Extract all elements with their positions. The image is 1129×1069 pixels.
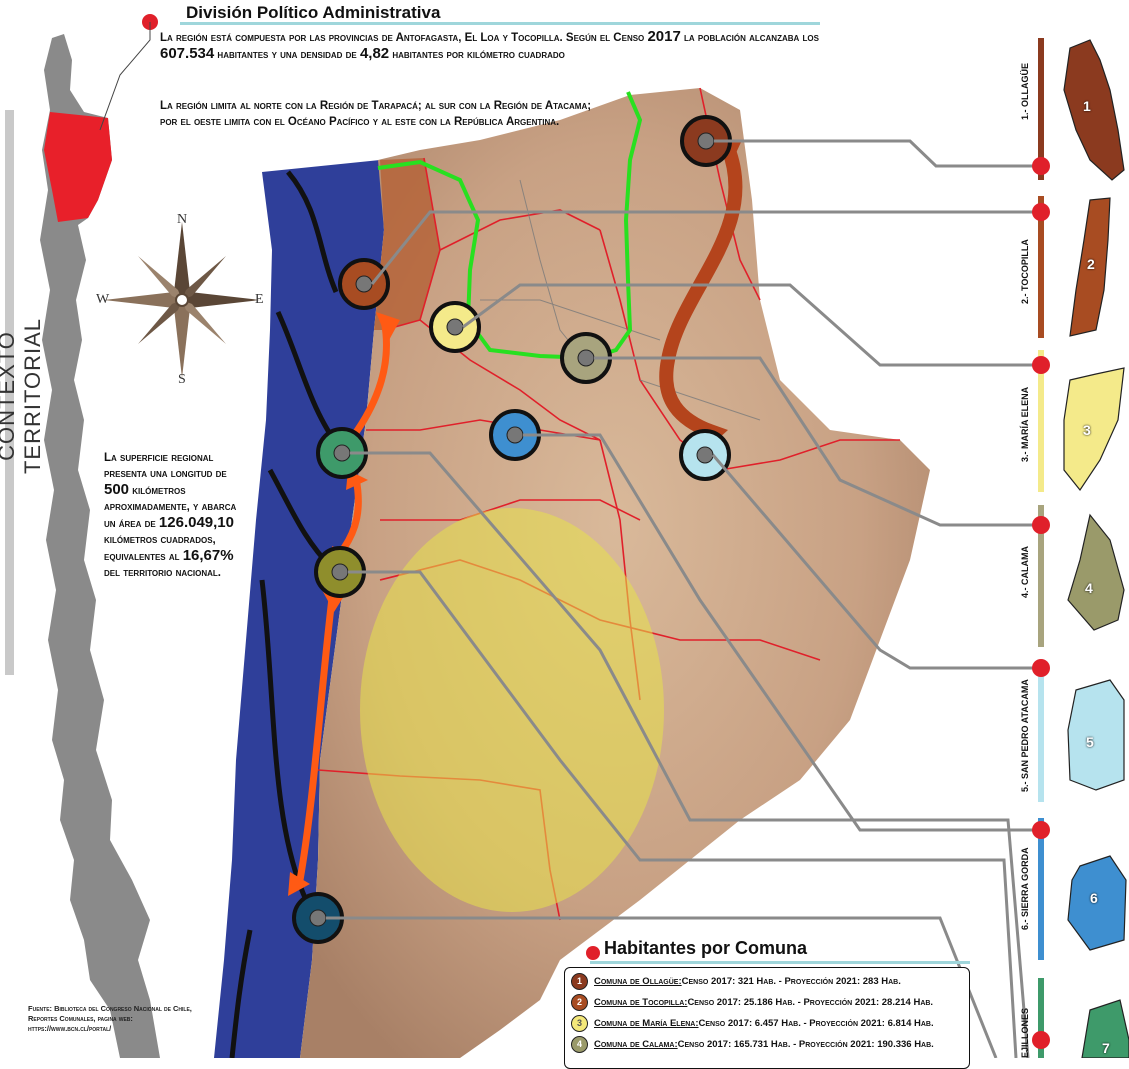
legend-label-san-pedro: 5.- SAN PEDRO ATACAMA [1020, 679, 1030, 792]
habitantes-title: Habitantes por Comuna [604, 938, 808, 958]
habitantes-row: 3 Comuna de María Elena: Censo 2017: 6.4… [571, 1014, 934, 1032]
source-note: Fuente: Biblioteca del Congreso Nacional… [28, 1004, 192, 1033]
row-number-badge: 3 [571, 1014, 588, 1032]
compass-e: E [255, 292, 264, 307]
row-number-badge: 1 [571, 972, 588, 990]
intro-paragraph-1: La región está compuesta por las provinc… [160, 28, 819, 62]
legend-label-calama: 4.- CALAMA [1020, 546, 1030, 598]
shape-num-6: 6 [1090, 890, 1098, 906]
row-census-text: Censo 2017: 25.186 Hab. - Proyección 202… [687, 996, 934, 1008]
legend-label-ollague: 1.- OLLAGÜE [1020, 62, 1030, 120]
row-commune-name: Comuna de Ollagüe: [594, 975, 682, 987]
row-census-text: Censo 2017: 165.731 Hab. - Proyección 20… [677, 1038, 934, 1050]
ocean [214, 160, 384, 1058]
side-title-bar [5, 110, 14, 675]
ollague-arrow [659, 145, 743, 439]
shape-sierra-gorda [1067, 855, 1127, 951]
row-commune-name: Comuna de María Elena: [594, 1017, 699, 1029]
shape-num-5: 5 [1086, 734, 1094, 750]
green-boundary-east [589, 91, 643, 360]
shape-num-4: 4 [1085, 580, 1093, 596]
green-boundary-west [377, 159, 591, 360]
compass-n: N [177, 212, 188, 227]
legend-label-tocopilla: 2.- TOCOPILLA [1020, 239, 1030, 304]
highlight-ellipse [360, 508, 664, 912]
commune-markers [292, 115, 732, 944]
shape-tocopilla [1069, 197, 1111, 337]
compass-rose-icon [104, 222, 260, 378]
legend-label-sierra-gorda: 6.- SIERRA GORDA [1020, 847, 1030, 930]
habitantes-row: 2 Comuna de Tocopilla: Censo 2017: 25.18… [571, 993, 933, 1011]
shape-san-pedro [1067, 679, 1125, 791]
habitantes-row: 1 Comuna de Ollagüe: Censo 2017: 321 Hab… [571, 972, 901, 990]
habitantes-row: 4 Comuna de Calama: Censo 2017: 165.731 … [571, 1035, 934, 1053]
title-underline [180, 22, 820, 25]
shape-num-2: 2 [1087, 256, 1095, 272]
superficie-text: La superficie regional presenta una long… [104, 452, 237, 579]
compass-w: W [96, 292, 110, 307]
chile-silhouette [40, 34, 160, 1058]
legend-bars [1038, 38, 1044, 1058]
row-number-badge: 2 [571, 993, 588, 1011]
habitantes-box: 1 Comuna de Ollagüe: Censo 2017: 321 Hab… [564, 967, 970, 1069]
shape-calama [1067, 513, 1125, 631]
leader-lines [326, 139, 1040, 1058]
tocopilla-province [374, 158, 440, 330]
legend-label-mejillones: EJILLONES [1020, 1007, 1030, 1058]
intro-paragraph-2: La región limita al norte con la Región … [160, 100, 592, 128]
shape-maria-elena [1063, 367, 1125, 492]
commune-shapes [1063, 39, 1129, 1058]
page-title: División Político Administrativa [186, 3, 441, 22]
row-number-badge: 4 [571, 1035, 588, 1053]
row-census-text: Censo 2017: 6.457 Hab. - Proyección 2021… [698, 1017, 934, 1029]
shape-ollague [1063, 39, 1125, 181]
row-commune-name: Comuna de Calama: [594, 1038, 678, 1050]
row-census-text: Censo 2017: 321 Hab. - Proyección 2021: … [681, 975, 901, 987]
habitantes-underline [590, 961, 970, 964]
compass-s: S [178, 372, 186, 387]
shape-num-3: 3 [1083, 422, 1091, 438]
antofagasta-highlight [44, 112, 112, 222]
legend-label-maria-elena: 3.- MARÍA ELENA [1020, 386, 1030, 462]
title-leader [99, 22, 151, 131]
shape-num-1: 1 [1083, 98, 1091, 114]
habitantes-dot [586, 946, 600, 960]
row-commune-name: Comuna de Tocopilla: [594, 996, 688, 1008]
shape-num-7: 7 [1102, 1040, 1110, 1056]
shape-mejillones [1081, 999, 1129, 1058]
